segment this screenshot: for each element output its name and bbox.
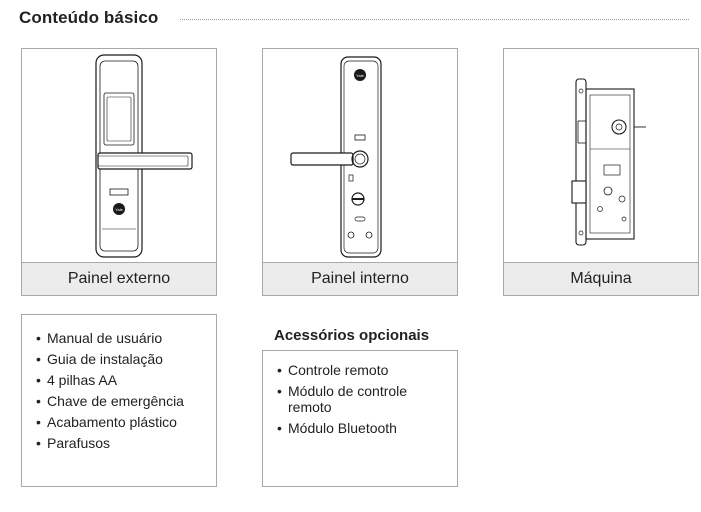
list-item: Parafusos bbox=[35, 435, 215, 451]
mortise-lock-drawing bbox=[504, 49, 698, 264]
list-item: Módulo de controle remoto bbox=[276, 383, 448, 415]
optional-accessories-box: Controle remoto Módulo de controle remot… bbox=[262, 350, 458, 487]
list-item: Módulo Bluetooth bbox=[276, 420, 448, 436]
product-card-mortise: Máquina bbox=[503, 48, 699, 296]
list-item: Controle remoto bbox=[276, 362, 448, 378]
section-title: Conteúdo básico bbox=[19, 8, 159, 27]
external-panel-drawing: Yale bbox=[22, 49, 216, 264]
product-card-external-panel: Yale Painel externo bbox=[21, 48, 217, 296]
list-item: Guia de instalação bbox=[35, 351, 215, 367]
caption-internal-panel: Painel interno bbox=[263, 262, 457, 295]
list-item: Chave de emergência bbox=[35, 393, 215, 409]
caption-external-panel: Painel externo bbox=[22, 262, 216, 295]
yale-logo-external: Yale bbox=[115, 207, 123, 212]
included-items-box: Manual de usuário Guia de instalação 4 p… bbox=[21, 314, 217, 487]
caption-mortise: Máquina bbox=[504, 262, 698, 295]
dotted-divider bbox=[180, 19, 689, 20]
optional-accessories-title: Acessórios opcionais bbox=[274, 327, 430, 344]
yale-logo-internal: Yale bbox=[356, 73, 364, 78]
list-item: Acabamento plástico bbox=[35, 414, 215, 430]
list-item: Manual de usuário bbox=[35, 330, 215, 346]
product-card-internal-panel: Yale Painel interno bbox=[262, 48, 458, 296]
internal-panel-drawing: Yale bbox=[263, 49, 457, 264]
list-item: 4 pilhas AA bbox=[35, 372, 215, 388]
